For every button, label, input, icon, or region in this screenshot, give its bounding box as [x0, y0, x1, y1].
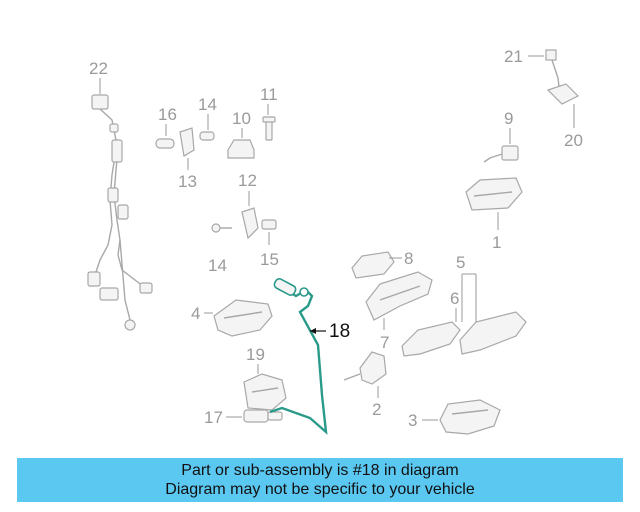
- parts-diagram: 22 16 13 14 10 11 12 14 15: [87, 47, 583, 435]
- part-5-lamp-assembly: [459, 311, 527, 355]
- callout-11: 11: [260, 85, 278, 104]
- callout-15: 15: [260, 250, 279, 269]
- callout-13: 13: [178, 172, 197, 191]
- callout-17: 17: [204, 408, 223, 427]
- callout-2: 2: [372, 400, 381, 419]
- part-15-pad: [261, 219, 277, 230]
- part-12-bumper: [241, 207, 259, 240]
- part-10-hinge: [227, 139, 255, 159]
- part-16-grommet: [155, 138, 175, 149]
- callout-6: 6: [450, 289, 459, 308]
- part-14-clip: [199, 131, 215, 141]
- callout-14-upper: 14: [198, 95, 217, 114]
- banner-line-1: Part or sub-assembly is #18 in diagram: [181, 462, 459, 479]
- banner-line-2: Diagram may not be specific to your vehi…: [165, 481, 475, 498]
- callout-20: 20: [564, 131, 583, 150]
- part-2-lock-actuator: [343, 351, 387, 385]
- part-6-lens: [401, 321, 461, 357]
- callout-1: 1: [492, 233, 501, 252]
- part-17-actuator: [243, 409, 283, 423]
- callout-21: 21: [504, 47, 523, 66]
- part-18-release-cable: [269, 278, 328, 435]
- callout-10: 10: [232, 109, 251, 128]
- part-9-switch: [483, 145, 519, 163]
- part-7-lamp-housing: [365, 271, 433, 321]
- callout-12: 12: [238, 171, 257, 190]
- callout-14-lower: 14: [208, 256, 227, 275]
- part-4-support-bracket: [213, 299, 273, 337]
- part-1-license-lamp: [465, 177, 523, 211]
- callout-7: 7: [380, 333, 389, 352]
- part-14-screw: [211, 223, 232, 233]
- callout-5: 5: [456, 253, 465, 272]
- callout-18: 18: [329, 321, 350, 342]
- info-banner: Part or sub-assembly is #18 in diagram D…: [17, 458, 623, 502]
- callout-22: 22: [89, 59, 108, 78]
- part-19-latch: [243, 373, 287, 411]
- callout-9: 9: [504, 109, 513, 128]
- part-22-wiring-harness: [87, 94, 153, 331]
- part-8-lamp-cover: [351, 251, 395, 279]
- callout-4: 4: [191, 304, 200, 323]
- callout-16: 16: [158, 105, 177, 124]
- part-3-latch-assembly: [439, 399, 501, 435]
- part-11-bolt: [262, 116, 276, 141]
- part-21-strut: [545, 49, 580, 105]
- callout-19: 19: [246, 345, 265, 364]
- part-13-bracket: [179, 127, 195, 157]
- callout-3: 3: [408, 411, 417, 430]
- callout-8: 8: [404, 249, 413, 268]
